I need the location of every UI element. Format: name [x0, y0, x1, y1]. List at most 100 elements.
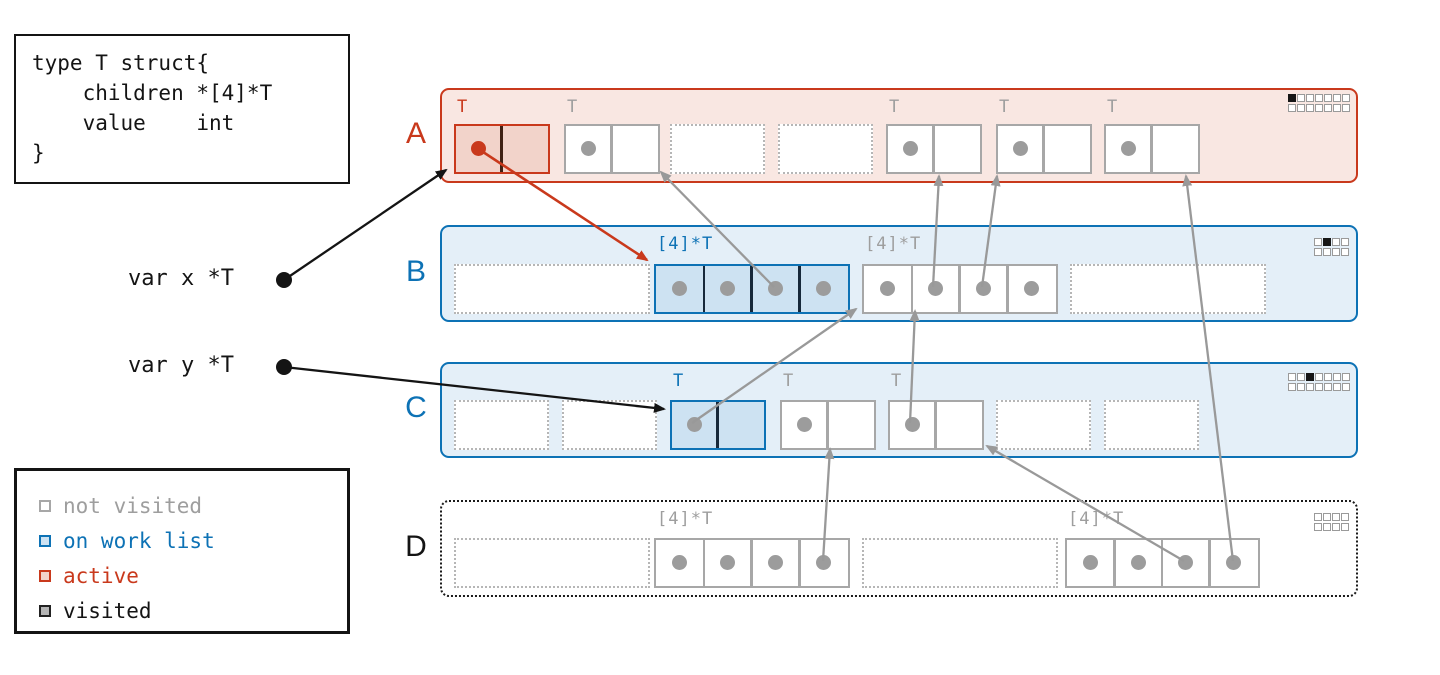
mark-bitmap-B: [1314, 238, 1349, 256]
bitmap-cell: [1324, 373, 1332, 381]
object-T: [454, 124, 550, 174]
var-y-label: var y *T: [128, 353, 234, 378]
code-line: children *[4]*T: [32, 81, 273, 105]
type-label: [4]*T: [1068, 509, 1125, 529]
cell-divider: [826, 402, 829, 448]
pointer-dot: [928, 281, 944, 296]
cell-divider: [798, 540, 801, 586]
pointer-dot: [672, 555, 688, 570]
bitmap-cell: [1342, 373, 1350, 381]
type-label: T: [673, 371, 685, 391]
type-label: T: [567, 97, 579, 117]
bitmap-cell: [1306, 383, 1314, 391]
type-label: T: [889, 97, 901, 117]
bitmap-cell: [1342, 94, 1350, 102]
object-array: [654, 264, 850, 314]
cell-divider: [1208, 540, 1211, 586]
bitmap-cell: [1288, 104, 1296, 112]
bitmap-cell: [1341, 248, 1349, 256]
object-array: [654, 538, 850, 588]
legend-box: not visited on work list active visited: [14, 468, 350, 634]
cell-divider: [958, 266, 961, 312]
pointer-dot: [880, 281, 896, 296]
bitmap-cell: [1341, 513, 1349, 521]
bitmap-cell: [1342, 383, 1350, 391]
bitmap-cell: [1314, 513, 1322, 521]
pointer-dot: [672, 281, 688, 296]
cell-divider: [750, 540, 753, 586]
on-work-list-swatch-icon: [39, 534, 51, 547]
pointer-dot: [1121, 141, 1137, 156]
pointer-dot: [767, 281, 783, 296]
type-label: T: [783, 371, 795, 391]
empty-slot: [778, 124, 873, 174]
cell-divider: [610, 126, 613, 172]
bitmap-row: [1288, 373, 1350, 381]
pointer-dot: [903, 141, 919, 156]
bitmap-cell: [1297, 104, 1305, 112]
cell-divider: [750, 266, 753, 312]
active-swatch-icon: [39, 569, 51, 582]
pointer-dot: [720, 281, 736, 296]
bitmap-row: [1314, 248, 1349, 256]
object-array: [1065, 538, 1260, 588]
bitmap-cell: [1306, 104, 1314, 112]
bitmap-cell-marked: [1323, 238, 1331, 246]
code-line: }: [32, 141, 45, 165]
bitmap-cell: [1333, 94, 1341, 102]
bitmap-cell: [1314, 238, 1322, 246]
bitmap-cell: [1324, 104, 1332, 112]
span-label-C: C: [405, 391, 427, 424]
pointer-dot: [975, 281, 991, 296]
type-label: T: [891, 371, 903, 391]
type-label: [4]*T: [657, 234, 714, 254]
empty-slot: [862, 538, 1058, 588]
bitmap-row: [1288, 104, 1350, 112]
bitmap-cell: [1342, 104, 1350, 112]
empty-slot: [454, 264, 650, 314]
pointer-dot: [1225, 555, 1241, 570]
pointer-dot: [1130, 555, 1146, 570]
bitmap-cell: [1306, 94, 1314, 102]
empty-slot: [996, 400, 1091, 450]
bitmap-row: [1288, 94, 1350, 102]
legend-item-visited: visited: [39, 593, 347, 628]
object-T: [780, 400, 876, 450]
span-D: [4]*T [4]*T: [440, 500, 1358, 597]
type-label: T: [999, 97, 1011, 117]
type-label: [4]*T: [865, 234, 922, 254]
visited-swatch-icon: [39, 604, 51, 617]
type-label: [4]*T: [657, 509, 714, 529]
object-T: [564, 124, 660, 174]
bitmap-cell: [1297, 94, 1305, 102]
bitmap-cell: [1323, 513, 1331, 521]
var-pointer-dot: [276, 272, 292, 288]
bitmap-cell: [1314, 248, 1322, 256]
cell-divider: [910, 266, 913, 312]
legend-label: on work list: [63, 528, 215, 553]
type-definition-box: type T struct{ children *[4]*T value int…: [14, 34, 350, 184]
bitmap-row: [1314, 513, 1349, 521]
empty-slot: [670, 124, 765, 174]
code-line: value int: [32, 111, 235, 135]
bitmap-cell: [1323, 523, 1331, 531]
bitmap-cell: [1332, 513, 1340, 521]
object-T: [886, 124, 982, 174]
pointer-dot: [581, 141, 597, 156]
mark-bitmap-A: [1288, 94, 1350, 112]
pointer-dot: [1083, 555, 1099, 570]
cell-divider: [1160, 540, 1164, 586]
cell-divider: [1006, 266, 1009, 312]
code-line: type T struct{: [32, 51, 210, 75]
bitmap-cell: [1315, 104, 1323, 112]
object-T: [996, 124, 1092, 174]
pointer-dot: [720, 555, 736, 570]
object-array: [862, 264, 1058, 314]
bitmap-cell: [1332, 523, 1340, 531]
bitmap-cell: [1323, 248, 1331, 256]
cell-divider: [932, 126, 935, 172]
bitmap-row: [1314, 523, 1349, 531]
type-label: T: [457, 97, 469, 117]
